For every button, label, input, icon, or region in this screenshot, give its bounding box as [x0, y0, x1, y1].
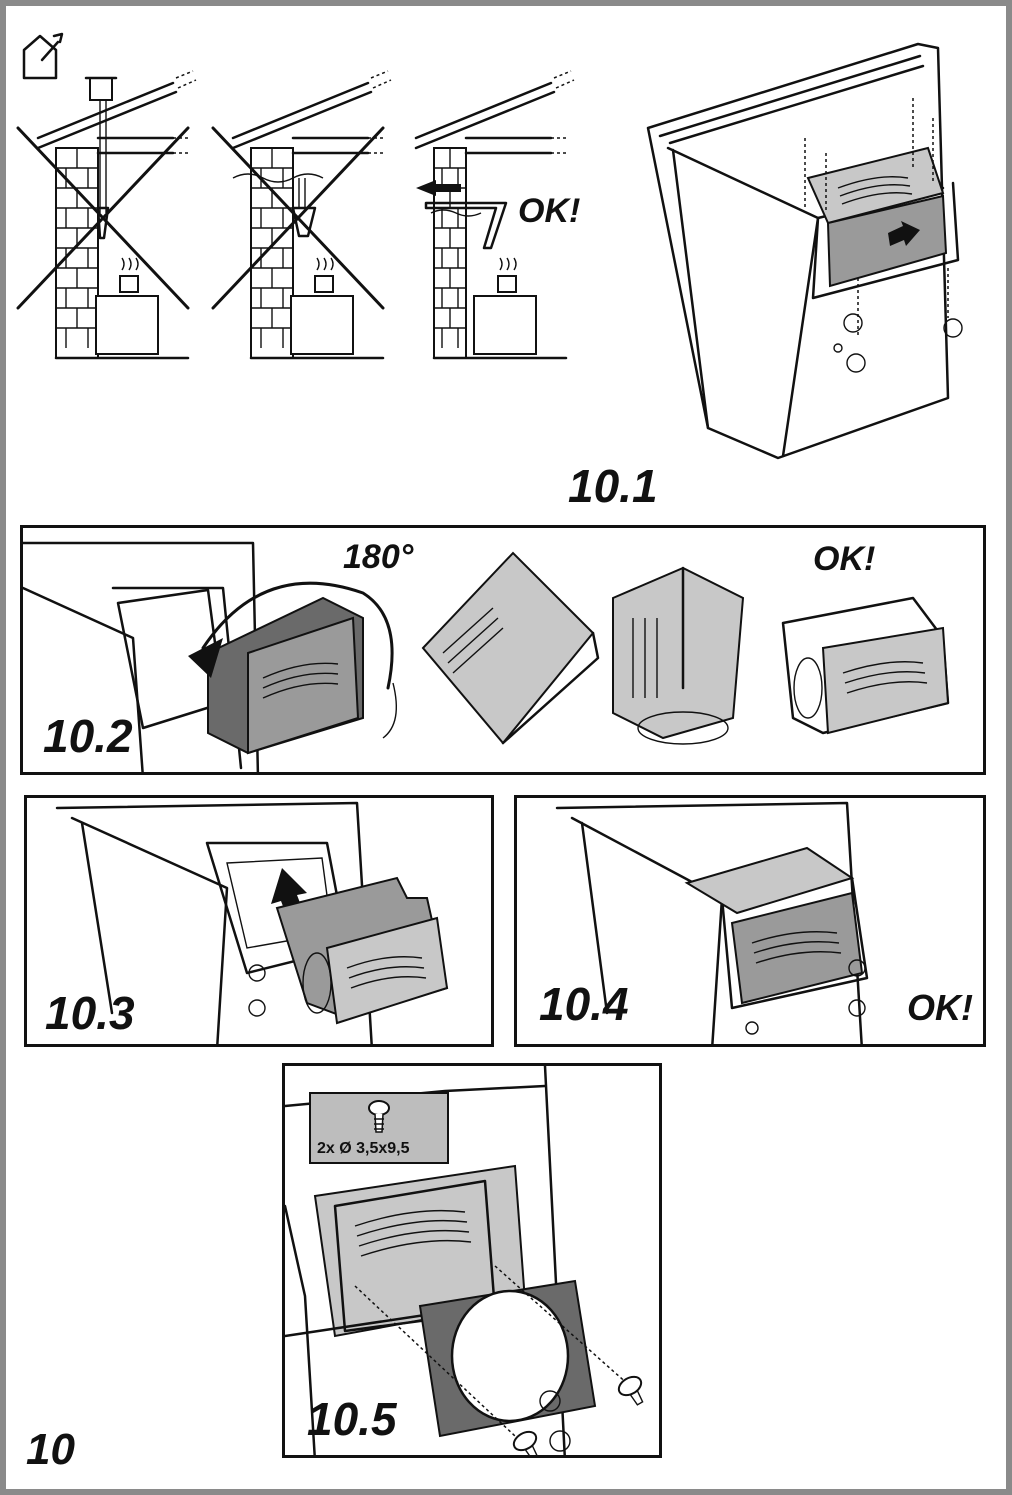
step-label-10-2: 10.2: [43, 710, 133, 762]
scene-wrong-chimney: [16, 70, 197, 360]
step-label-10-5: 10.5: [307, 1393, 397, 1445]
figure-number: 10: [26, 1425, 75, 1474]
step-10-1-area: OK! 10.1: [8, 8, 1004, 518]
step-10-2-illustration: [23, 541, 950, 772]
house-installer-icon: [22, 32, 64, 80]
step-10-1-illustration: [16, 32, 963, 460]
step-10-5-panel: 2x Ø 3,5x9,5 10.5: [282, 1063, 662, 1458]
step-label-10-1: 10.1: [568, 460, 658, 512]
hood-illustration-10-1: [646, 42, 963, 460]
rotation-label: 180°: [343, 538, 414, 576]
screw-icon: [512, 1430, 539, 1455]
scene-wrong-ceiling: [211, 70, 392, 360]
screw-spec-box: 2x Ø 3,5x9,5: [309, 1092, 449, 1164]
step-label-10-3: 10.3: [45, 987, 135, 1039]
ok-label-10-4: OK!: [907, 987, 973, 1028]
ok-label-10-1: OK!: [518, 192, 581, 230]
ok-label-10-2: OK!: [813, 540, 876, 578]
step-10-2-panel: 180° OK! 10.2: [20, 525, 986, 775]
rotate-arrow-icon: [201, 581, 394, 690]
step-10-3-panel: 10.3: [24, 795, 494, 1047]
screw-icon: [368, 1100, 390, 1133]
arrow-icon: [416, 180, 461, 196]
scene-ok-wall: [414, 70, 575, 360]
step-10-5-illustration: [285, 1066, 644, 1455]
screw-spec-text: 2x Ø 3,5x9,5: [317, 1140, 410, 1157]
step-10-4-illustration: [555, 801, 869, 1044]
arrow-icon: [888, 221, 920, 246]
step-10-3-illustration: [55, 801, 449, 1044]
step-10-4-panel: 10.4 OK!: [514, 795, 986, 1047]
screw-icon: [617, 1375, 644, 1406]
step-label-10-4: 10.4: [539, 978, 629, 1030]
